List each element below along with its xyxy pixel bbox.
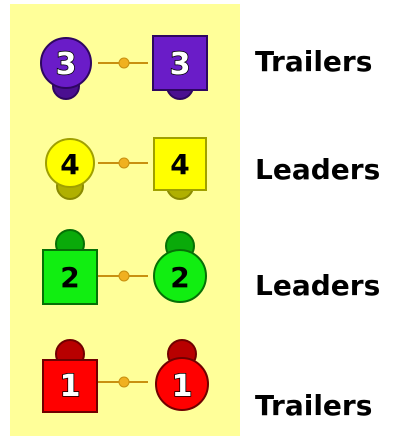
- row-3-graphic: 2 2: [42, 229, 207, 305]
- row-4-graphic: 1 1: [42, 339, 209, 413]
- row-1-graphic: 3 3: [40, 35, 208, 100]
- row-1-right-square: 3: [152, 35, 208, 100]
- row-2-graphic: 4 4: [45, 137, 207, 200]
- row-3-left-square: 2: [42, 229, 98, 305]
- row-3-right-circle: 2: [153, 231, 207, 303]
- row-1: 3 3 Trailers: [0, 14, 372, 114]
- row-3: 2 2 Leaders: [0, 224, 380, 324]
- row-4-label: Trailers: [255, 389, 373, 422]
- row-4: 1 1 Trailers: [0, 332, 372, 432]
- row-4-right-circle: 1: [155, 339, 209, 411]
- row-1-label: Trailers: [255, 45, 373, 78]
- row-3-label: Leaders: [255, 269, 381, 302]
- row-2-connector-dot: [118, 157, 130, 169]
- row-1-connector-dot: [118, 57, 130, 69]
- row-1-right-number: 3: [170, 47, 191, 82]
- row-4-left-number: 1: [60, 369, 81, 404]
- row-2-label: Leaders: [255, 153, 381, 186]
- row-3-left-number: 2: [60, 261, 79, 294]
- row-4-connector-dot: [118, 376, 130, 388]
- row-3-connector-dot: [118, 270, 130, 282]
- row-2-right-square: 4: [153, 137, 207, 200]
- row-2-left-circle: 4: [45, 138, 95, 200]
- row-2: 4 4 Leaders: [0, 116, 380, 216]
- row-4-left-square: 1: [42, 339, 98, 413]
- row-4-right-number: 1: [172, 369, 193, 404]
- row-2-right-number: 4: [170, 148, 189, 181]
- row-3-right-number: 2: [170, 261, 189, 294]
- row-2-left-number: 4: [60, 148, 79, 181]
- row-1-left-circle: 3: [40, 37, 92, 100]
- row-1-left-number: 3: [56, 47, 77, 82]
